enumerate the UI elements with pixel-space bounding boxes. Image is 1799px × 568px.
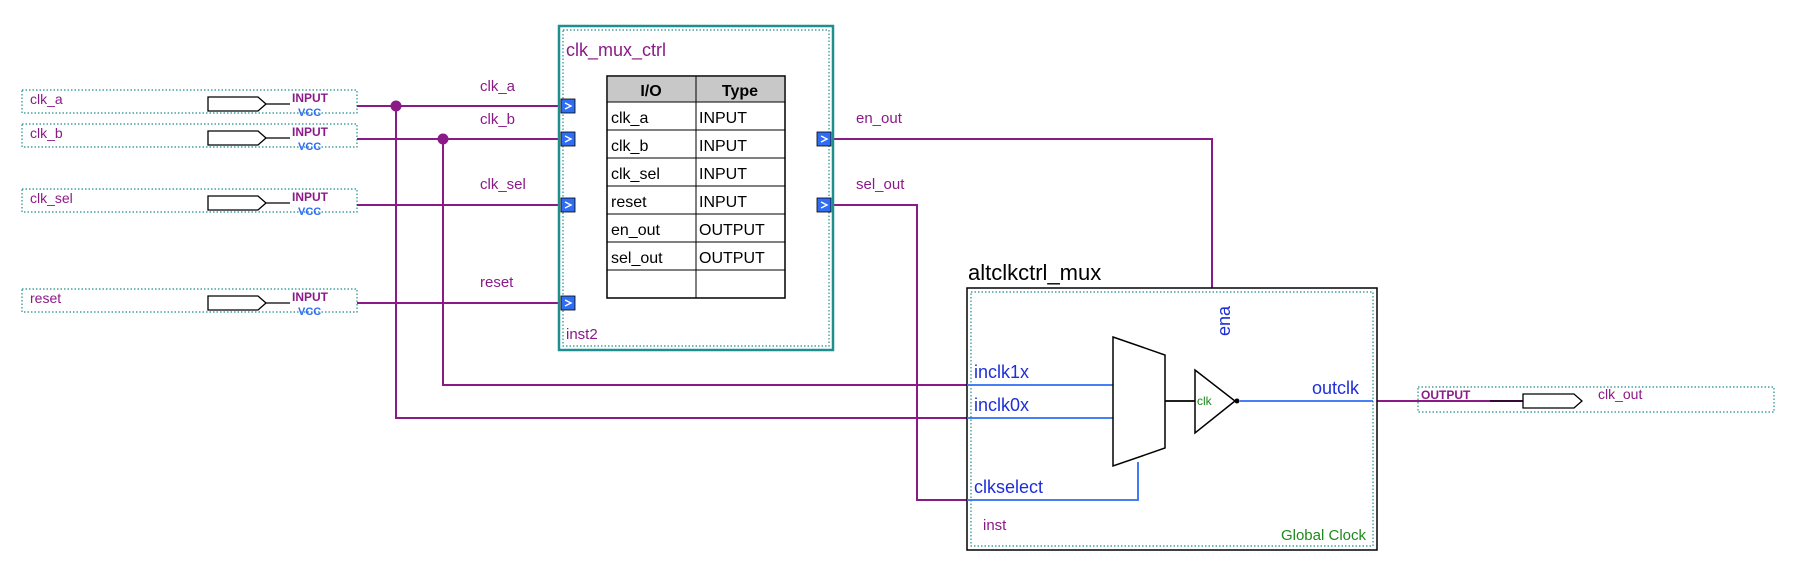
wire-clk_a-to-inclk0x	[395, 106, 967, 419]
input-pin-name: clk_sel	[30, 190, 73, 206]
junction-dot-clk_b	[437, 133, 449, 145]
input-pin-type: INPUT	[292, 125, 329, 139]
input-pin-type: INPUT	[292, 190, 329, 204]
block-footer: Global Clock	[1281, 527, 1367, 544]
net-label-clk_sel: clk_sel	[480, 176, 526, 193]
net-label-clk_b: clk_b	[480, 111, 515, 128]
table-header-type: Type	[722, 83, 758, 100]
input-pin-name: clk_a	[30, 91, 63, 107]
input-pin-clk_a[interactable]: clk_a INPUT VCC	[21, 89, 358, 119]
input-pin-type: INPUT	[292, 290, 329, 304]
net-label-en_out: en_out	[856, 110, 903, 127]
block-title: altclkctrl_mux	[968, 260, 1101, 285]
input-pin-default: VCC	[298, 206, 321, 218]
input-pin-name: clk_b	[30, 125, 63, 141]
net-label-clk_a: clk_a	[480, 78, 516, 95]
port-label-inclk1x: inclk1x	[974, 362, 1029, 382]
table-cell: clk_sel	[611, 166, 660, 183]
port-label-inclk0x: inclk0x	[974, 395, 1029, 415]
table-cell: reset	[611, 194, 647, 211]
output-pin-type: OUTPUT	[1421, 388, 1471, 402]
input-pin-arrow-icon	[207, 195, 267, 211]
input-pin-reset[interactable]: reset INPUT VCC	[21, 288, 358, 318]
table-cell: clk_a	[611, 110, 648, 127]
block-instance: inst2	[566, 326, 598, 343]
input-pin-type: INPUT	[292, 91, 329, 105]
table-cell: INPUT	[699, 166, 747, 183]
buffer-clk-label: clk	[1197, 394, 1213, 408]
input-pin-arrow-icon	[207, 295, 267, 311]
table-cell: INPUT	[699, 110, 747, 127]
table-cell: INPUT	[699, 138, 747, 155]
port-pin-icon	[560, 98, 832, 311]
buffer-output-dot	[1234, 398, 1240, 404]
port-label-ena: ena	[1214, 305, 1234, 336]
table-cell: OUTPUT	[699, 250, 765, 267]
output-pin-name: clk_out	[1598, 386, 1642, 402]
input-pin-arrow-icon	[207, 96, 267, 112]
input-pin-clk_sel[interactable]: clk_sel INPUT VCC	[21, 188, 358, 218]
port-pin-arrow-icon	[564, 102, 829, 307]
table-cell: INPUT	[699, 194, 747, 211]
table-cell: clk_b	[611, 138, 648, 155]
input-pin-default: VCC	[298, 107, 321, 119]
net-label-reset: reset	[480, 274, 514, 291]
internal-wires	[967, 384, 1195, 501]
junction-dot-clk_a	[390, 100, 402, 112]
clk-mux-ctrl-block[interactable]: clk_mux_ctrl inst2 I/O Type clk_a INPUT …	[557, 24, 835, 352]
output-pin-clk_out[interactable]: OUTPUT clk_out	[1417, 386, 1775, 413]
mux-symbol-icon	[1112, 335, 1166, 468]
block-title: clk_mux_ctrl	[566, 40, 666, 61]
io-table: I/O Type clk_a INPUT clk_b INPUT clk_sel…	[606, 75, 786, 299]
output-pin-arrow-icon	[1522, 393, 1583, 409]
block-instance: inst	[983, 517, 1007, 534]
wire-sel_out-to-clkselect	[826, 204, 967, 501]
input-pin-name: reset	[30, 290, 61, 306]
port-label-clkselect: clkselect	[974, 477, 1043, 497]
clock-buffer-icon	[1194, 368, 1237, 435]
input-pin-arrow-icon	[207, 130, 267, 146]
input-pin-default: VCC	[298, 306, 321, 318]
table-cell: en_out	[611, 222, 660, 239]
wire-clk_b-to-inclk1x	[442, 139, 967, 386]
input-pin-default: VCC	[298, 141, 321, 153]
net-label-sel_out: sel_out	[856, 176, 905, 193]
port-label-outclk: outclk	[1312, 378, 1360, 398]
table-cell: sel_out	[611, 250, 663, 267]
input-pin-clk_b[interactable]: clk_b INPUT VCC	[21, 123, 358, 153]
altclkctrl-mux-block[interactable]: altclkctrl_mux clk inclk1x inclk0x clkse…	[966, 260, 1378, 551]
table-cell: OUTPUT	[699, 222, 765, 239]
table-header-io: I/O	[640, 83, 661, 100]
